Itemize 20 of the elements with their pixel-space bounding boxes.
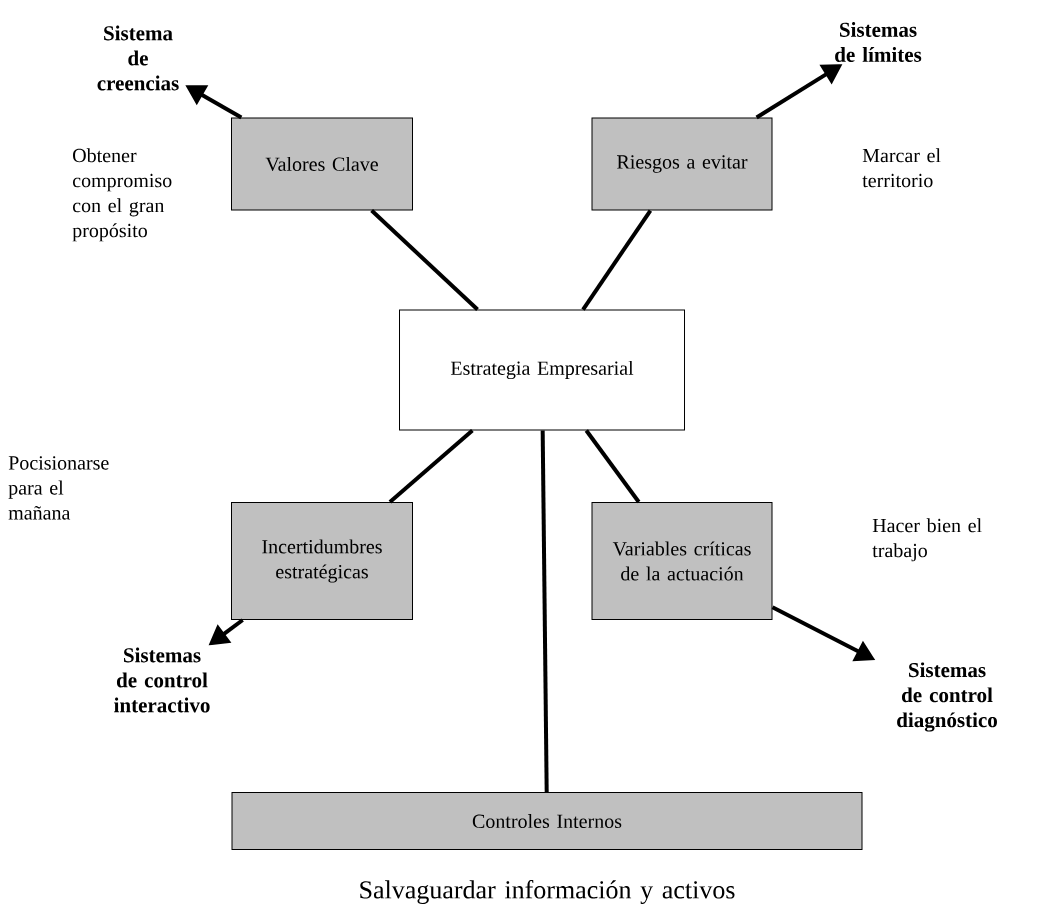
heading-text: Sistemas de control diagnóstico bbox=[897, 662, 997, 732]
process-box: Valores Clave bbox=[231, 117, 413, 211]
connector-line bbox=[584, 429, 641, 504]
annotation-text: Obtener compromiso con el gran propósito bbox=[72, 148, 172, 242]
annotation-text: Salvaguardar información y activos bbox=[360, 880, 735, 904]
connector-line bbox=[370, 209, 479, 311]
process-box: Estrategia Empresarial bbox=[399, 309, 685, 431]
process-box: Incertidumbres estratégicas bbox=[231, 502, 413, 620]
connector-line bbox=[388, 429, 474, 504]
heading-text: Sistema de creencias bbox=[97, 25, 179, 91]
heading-text: Sistemas de control interactivo bbox=[114, 647, 210, 713]
heading-text: Sistemas de límites bbox=[835, 22, 922, 62]
annotation-text: Marcar el territorio bbox=[862, 148, 941, 188]
annotation-text: Hacer bien el trabajo bbox=[872, 518, 982, 562]
process-box: Riesgos a evitar bbox=[591, 117, 773, 211]
process-box: Controles Internos bbox=[231, 792, 863, 850]
process-box: Variables críticas de la actuación bbox=[591, 502, 773, 620]
annotation-text: Pocisionarse para el mañana bbox=[8, 456, 109, 520]
connector-line bbox=[540, 430, 549, 793]
connector-line bbox=[581, 209, 653, 311]
